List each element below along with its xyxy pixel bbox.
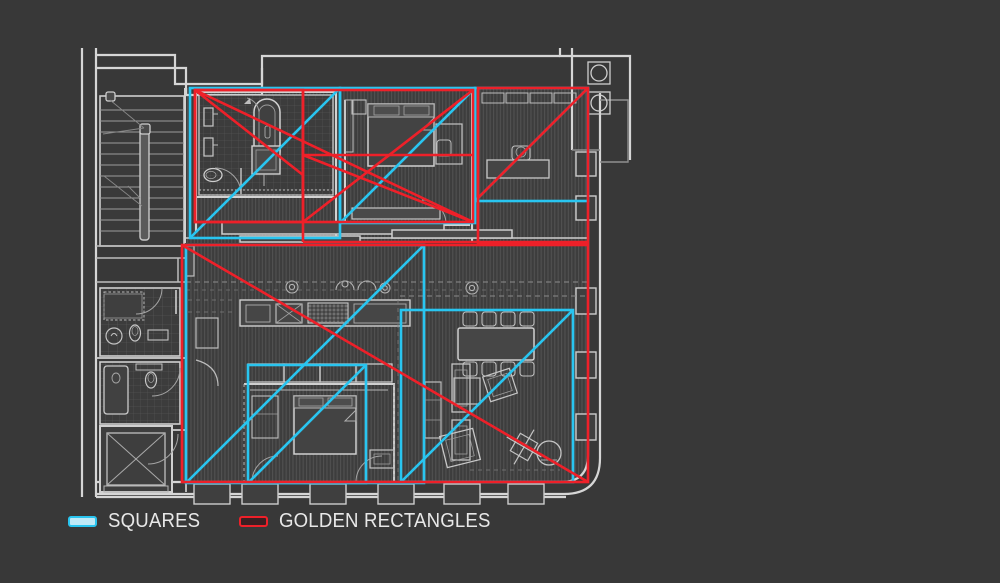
legend-label-squares: SQUARES [108,509,201,532]
powder-room [99,287,181,357]
south-windows [193,483,545,505]
living-dining [400,295,586,471]
hall-guides [188,299,399,482]
plan-geometry [80,48,632,505]
legend-item-squares: SQUARES [68,510,207,533]
golden-rect-5 [180,243,590,484]
elevator-shaft [99,425,187,493]
legend-label-golden-rectangles: GOLDEN RECTANGLES [279,509,491,532]
kitchen-sink-icon [275,303,303,324]
golden-rectangles-overlay [180,86,590,484]
entry-hall [96,245,186,283]
golden-rectangles-swatch-icon [239,515,269,527]
cooktop-icon [307,302,349,324]
east-windows [575,151,597,441]
kitchen [186,280,588,327]
golden-rect-4 [303,86,590,245]
golden-rect-3 [301,88,474,242]
squares-swatch-icon [68,515,97,527]
guest-bathroom [96,357,187,425]
legend: SQUARES GOLDEN RECTANGLES [68,506,507,536]
legend-item-golden-rectangles: GOLDEN RECTANGLES [239,510,507,533]
balcony-railing [572,99,629,163]
